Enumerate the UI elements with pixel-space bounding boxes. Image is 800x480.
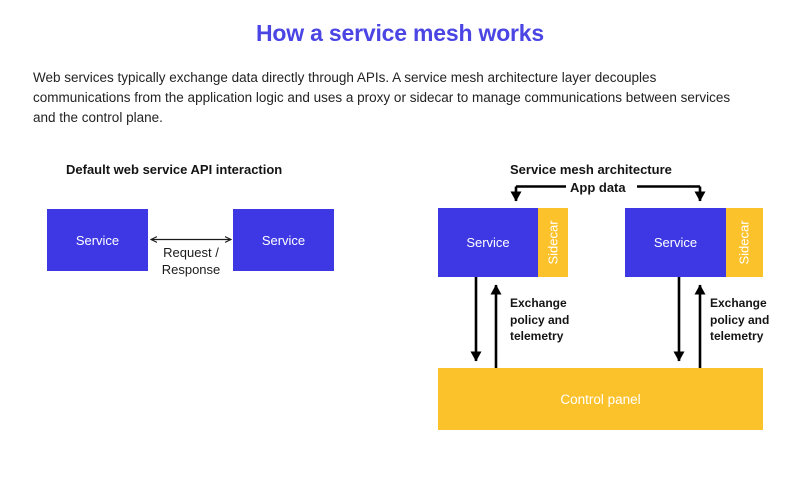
mesh-service-box-2: Service	[625, 208, 726, 277]
mesh-service-box-1: Service	[438, 208, 538, 277]
mesh-service-label-1: Service	[466, 235, 510, 250]
request-response-label: Request / Response	[161, 245, 221, 277]
app-data-label: App data	[570, 180, 626, 195]
left-service-box-a: Service	[47, 209, 148, 271]
right-section-heading: Service mesh architecture	[510, 162, 672, 177]
exchange-arrows-group-2	[673, 277, 706, 368]
intro-paragraph: Web services typically exchange data dir…	[33, 70, 731, 125]
control-panel-box: Control panel	[438, 368, 763, 430]
sidecar-box-2: Sidecar	[726, 208, 763, 277]
left-service-label-b: Service	[261, 232, 306, 248]
sidecar-label-1: Sidecar	[545, 220, 561, 265]
exchange-arrows-group-1	[470, 277, 502, 368]
left-service-box-b: Service	[233, 209, 334, 271]
left-service-label-a: Service	[75, 232, 120, 248]
sidecar-box-1: Sidecar	[538, 208, 568, 277]
control-panel-label: Control panel	[560, 391, 641, 407]
sidecar-label-2: Sidecar	[737, 220, 753, 265]
exchange-policy-label-2: Exchange policy and telemetry	[710, 296, 770, 343]
mesh-service-label-2: Service	[653, 235, 698, 250]
page-title: How a service mesh works	[256, 20, 544, 46]
left-section-heading: Default web service API interaction	[66, 162, 283, 177]
exchange-policy-label-1: Exchange policy and telemetry	[510, 296, 570, 343]
